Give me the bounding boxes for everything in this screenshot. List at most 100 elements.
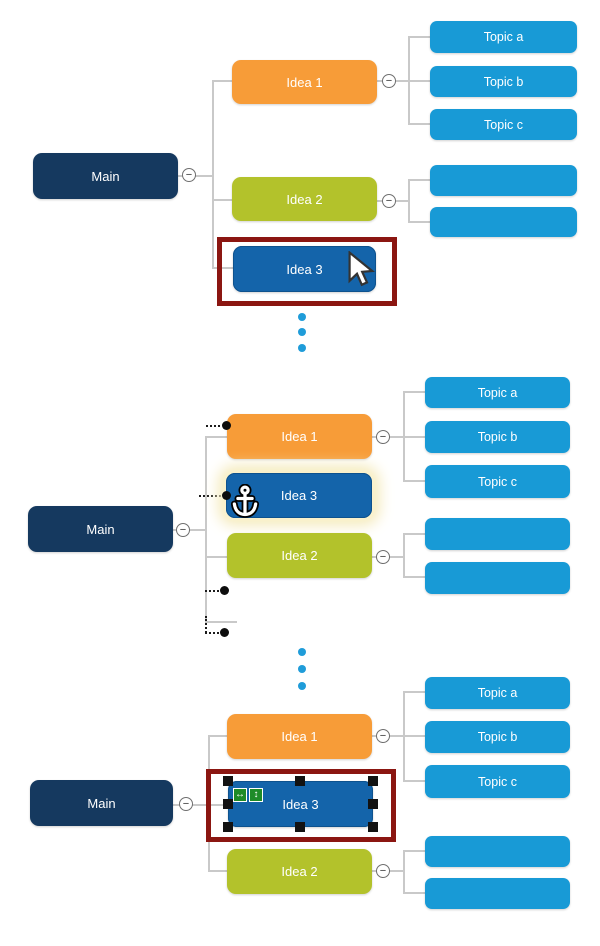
connector-line: [208, 870, 228, 872]
node-main[interactable]: Main: [30, 780, 173, 826]
collapse-icon[interactable]: −: [376, 430, 390, 444]
resize-vertical-icon[interactable]: ↕: [249, 788, 263, 802]
drop-marker-line: [199, 495, 221, 497]
node-label: Idea 1: [286, 74, 323, 90]
resize-horizontal-icon[interactable]: ↔: [233, 788, 247, 802]
node-label: Topic b: [477, 430, 518, 444]
node-topic-a[interactable]: Topic a: [425, 377, 570, 408]
connector-line: [408, 179, 410, 223]
node-label: Topic b: [483, 74, 524, 89]
node-idea-1[interactable]: Idea 1: [227, 414, 372, 459]
ellipsis-dot: [298, 665, 306, 673]
resize-v-glyph: ↕: [253, 789, 259, 800]
node-idea-1[interactable]: Idea 1: [232, 60, 377, 104]
node-label: Topic c: [478, 474, 517, 489]
collapse-icon[interactable]: −: [382, 194, 396, 208]
connector-line: [372, 436, 425, 438]
node-topic-c[interactable]: Topic c: [425, 765, 570, 798]
drop-marker-dot: [222, 491, 231, 500]
selection-handle[interactable]: [223, 776, 233, 786]
node-label: Topic a: [477, 385, 518, 400]
collapse-icon[interactable]: −: [382, 74, 396, 88]
connector-line: [403, 392, 405, 482]
selection-handle[interactable]: [368, 799, 378, 809]
collapse-icon[interactable]: −: [376, 550, 390, 564]
drop-marker-line: [205, 616, 207, 633]
selection-handle[interactable]: [368, 822, 378, 832]
node-topic-blank[interactable]: [425, 562, 570, 594]
selection-handle[interactable]: [368, 776, 378, 786]
connector-line: [377, 80, 430, 82]
node-label: Topic b: [477, 730, 518, 744]
connector-line: [208, 735, 228, 737]
node-topic-b[interactable]: Topic b: [425, 721, 570, 753]
collapse-icon[interactable]: −: [176, 523, 190, 537]
node-label: Idea 2: [281, 548, 318, 563]
node-topic-c[interactable]: Topic c: [425, 465, 570, 498]
node-idea-2[interactable]: Idea 2: [227, 849, 372, 894]
node-topic-a[interactable]: Topic a: [425, 677, 570, 709]
selection-handle[interactable]: [223, 799, 233, 809]
connector-line: [205, 556, 227, 558]
connector-line: [403, 480, 425, 482]
node-label: Topic a: [477, 686, 518, 700]
connector-line: [403, 391, 425, 393]
highlight-box: [217, 237, 397, 306]
selection-handle[interactable]: [295, 776, 305, 786]
connector-line: [403, 533, 425, 535]
connector-line: [403, 576, 425, 578]
minus-glyph: −: [185, 168, 193, 181]
ellipsis-dot: [298, 648, 306, 656]
selection-handle[interactable]: [223, 822, 233, 832]
node-idea-2[interactable]: Idea 2: [227, 533, 372, 578]
node-topic-blank[interactable]: [425, 836, 570, 867]
node-topic-a[interactable]: Topic a: [430, 21, 577, 53]
connector-line: [403, 780, 425, 782]
connector-line: [408, 36, 430, 38]
connector-line: [212, 80, 232, 82]
node-main[interactable]: Main: [28, 506, 173, 552]
connector-line: [205, 436, 207, 623]
connector-line: [408, 36, 410, 125]
collapse-icon[interactable]: −: [376, 729, 390, 743]
drop-marker-dot: [222, 421, 231, 430]
minus-glyph: −: [179, 523, 187, 536]
connector-line: [212, 80, 214, 269]
connector-line: [173, 804, 223, 806]
resize-h-glyph: ↔: [235, 789, 245, 800]
node-label: Idea 2: [286, 191, 323, 207]
node-label: Idea 1: [281, 729, 318, 744]
highlight-box: [206, 769, 396, 842]
node-label: Idea 2: [281, 864, 318, 879]
node-label: Main: [86, 521, 115, 537]
connector-line: [212, 267, 234, 269]
node-topic-b[interactable]: Topic b: [425, 421, 570, 453]
node-topic-blank[interactable]: [425, 878, 570, 909]
selection-handle[interactable]: [295, 822, 305, 832]
connector-line: [403, 692, 405, 782]
minus-glyph: −: [379, 430, 387, 443]
node-idea-1[interactable]: Idea 1: [227, 714, 372, 759]
drop-marker-line: [205, 590, 219, 592]
connector-line: [372, 735, 425, 737]
node-topic-b[interactable]: Topic b: [430, 66, 577, 97]
node-label: Topic c: [484, 117, 523, 132]
collapse-icon[interactable]: −: [182, 168, 196, 182]
node-topic-blank[interactable]: [430, 165, 577, 196]
ellipsis-dot: [298, 328, 306, 336]
node-topic-blank[interactable]: [430, 207, 577, 237]
minus-glyph: −: [385, 194, 393, 207]
node-topic-c[interactable]: Topic c: [430, 109, 577, 140]
collapse-icon[interactable]: −: [376, 864, 390, 878]
connector-line: [403, 850, 425, 852]
connector-line: [408, 221, 430, 223]
connector-line: [408, 123, 430, 125]
collapse-icon[interactable]: −: [179, 797, 193, 811]
node-main[interactable]: Main: [33, 153, 178, 199]
minus-glyph: −: [385, 74, 393, 87]
ellipsis-dot: [298, 344, 306, 352]
node-topic-blank[interactable]: [425, 518, 570, 550]
node-idea-2[interactable]: Idea 2: [232, 177, 377, 221]
connector-line: [212, 199, 233, 201]
